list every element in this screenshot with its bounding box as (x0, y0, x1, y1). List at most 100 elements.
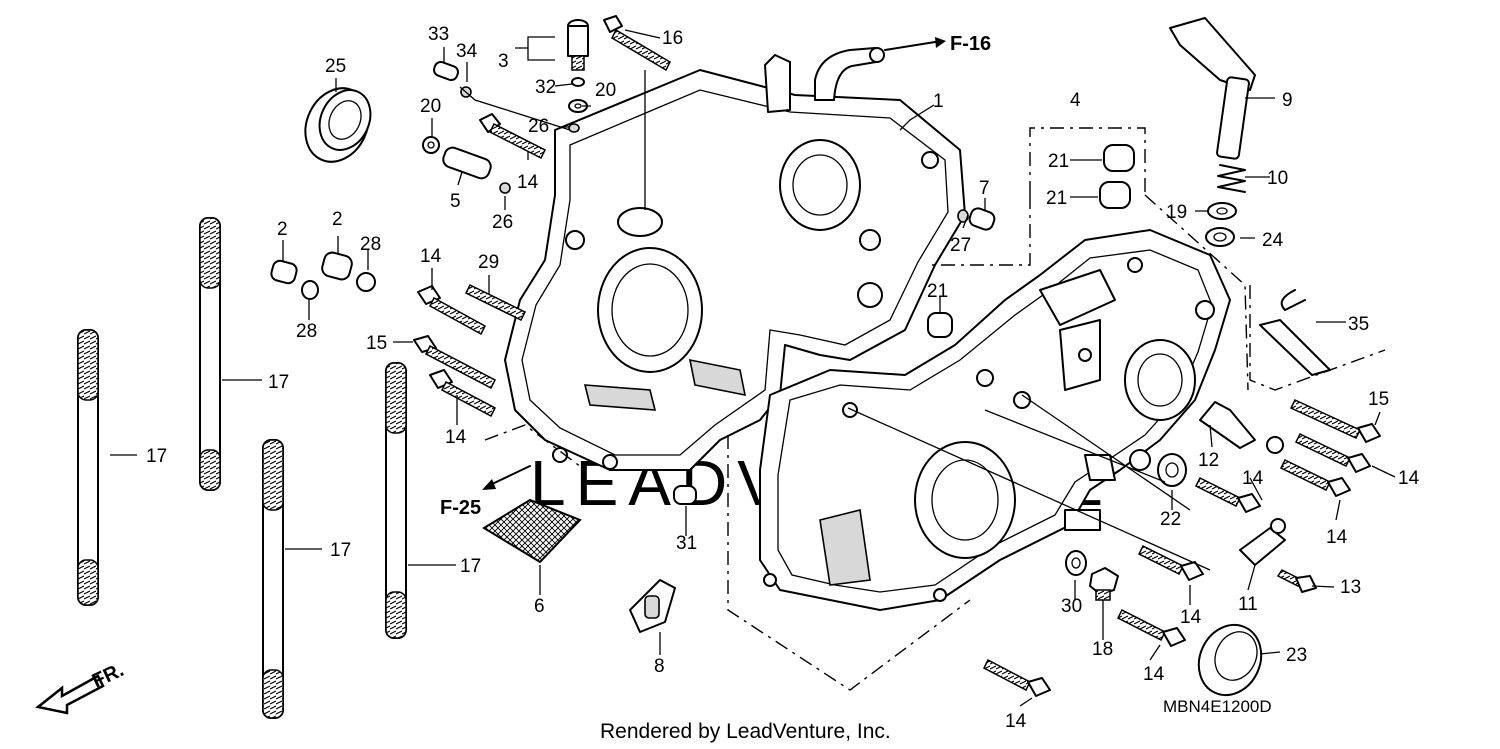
stud-bolt-17-c[interactable] (262, 439, 284, 719)
oil-seal-24[interactable] (1205, 227, 1235, 247)
bolt-14-f[interactable] (1194, 476, 1261, 513)
callout-33: 33 (428, 24, 449, 45)
plate-12[interactable] (1199, 401, 1284, 454)
o-ring-26-a[interactable] (568, 123, 580, 133)
callout-19: 19 (1166, 202, 1187, 223)
callout-24: 24 (1262, 230, 1284, 251)
callout-15-a: 15 (366, 333, 387, 354)
oil-strainer-screen-6[interactable] (482, 498, 582, 564)
dowel-7[interactable] (968, 206, 997, 231)
stud-bolt-17-a[interactable] (77, 329, 99, 606)
dowel-31[interactable] (673, 485, 697, 505)
bolt-14-a[interactable] (479, 113, 547, 160)
callout-20-b: 20 (420, 96, 441, 117)
bolt-14-b[interactable] (417, 285, 486, 336)
ref-f25: F-25 (440, 497, 481, 519)
callout-27: 27 (950, 235, 971, 256)
callout-14-i: 14 (1005, 711, 1027, 732)
dowel-pin-33[interactable] (432, 60, 459, 81)
bolt-14-d[interactable] (1294, 433, 1371, 473)
callout-12: 12 (1198, 450, 1219, 471)
callout-18: 18 (1092, 639, 1113, 660)
callout-4: 4 (1070, 90, 1081, 111)
dowel-21-a[interactable] (1103, 144, 1135, 172)
callout-29: 29 (478, 252, 499, 273)
callout-14-e: 14 (1326, 527, 1348, 548)
callout-14-h: 14 (1143, 664, 1165, 685)
callout-8: 8 (654, 656, 665, 677)
callout-2-a: 2 (277, 219, 288, 240)
front-direction-arrow-icon (35, 674, 105, 715)
diagram-code: MBN4E1200D (1163, 697, 1272, 716)
oil-pipe-5[interactable] (441, 145, 493, 180)
oil-jet-3[interactable] (567, 19, 589, 71)
o-ring-28-a[interactable] (301, 280, 319, 300)
drain-bolt-18[interactable] (1089, 567, 1119, 601)
callout-7: 7 (979, 178, 990, 199)
guide-box-bottom (484, 424, 971, 691)
callout-11: 11 (1238, 594, 1258, 615)
callout-14-g: 14 (1180, 607, 1202, 628)
callout-28-b: 28 (296, 321, 317, 342)
callout-25: 25 (325, 56, 346, 77)
callout-16: 16 (662, 28, 683, 49)
bolt-14-e[interactable] (1279, 458, 1351, 497)
ref-f16: F-16 (950, 33, 991, 55)
oil-seal-25[interactable] (294, 78, 380, 172)
washer-19[interactable] (1207, 202, 1237, 220)
washer-30[interactable] (1065, 550, 1087, 576)
callout-2-b: 2 (332, 209, 343, 230)
bolt-13[interactable] (1276, 569, 1317, 593)
callout-17-c: 17 (330, 540, 351, 561)
bolt-14-h[interactable] (1116, 608, 1186, 647)
guide-4-bracket (1029, 127, 1146, 195)
callout-34: 34 (456, 41, 478, 62)
dowel-2-b[interactable] (320, 251, 353, 281)
callout-14-a: 14 (517, 172, 539, 193)
o-ring-28-b[interactable] (356, 272, 376, 292)
callout-13: 13 (1340, 577, 1361, 598)
stud-bolt-17-d[interactable] (385, 362, 407, 639)
stud-bolt-17-b[interactable] (199, 217, 221, 491)
o-ring-32[interactable] (571, 77, 585, 87)
oil-seal-23[interactable] (1188, 615, 1273, 706)
callout-17-b: 17 (268, 372, 289, 393)
dowel-2-a[interactable] (270, 259, 298, 285)
spring-10[interactable] (1217, 164, 1246, 193)
f16-arrow (884, 37, 946, 51)
bearing-22[interactable] (1157, 453, 1187, 487)
bolt-14-c[interactable] (429, 369, 496, 418)
spring-clip-35[interactable] (1259, 289, 1331, 376)
callout-26-b: 26 (492, 212, 513, 233)
bolt-14-i[interactable] (983, 658, 1051, 697)
grommet-8[interactable] (629, 579, 676, 633)
bolt-15-a[interactable] (413, 335, 497, 390)
bolt-14-g[interactable] (1137, 544, 1204, 581)
callout-26-a: 26 (528, 116, 549, 137)
callout-6: 6 (534, 596, 545, 617)
stud-29[interactable] (464, 283, 527, 322)
callout-1: 1 (933, 91, 944, 112)
callout-15-b: 15 (1368, 389, 1389, 410)
left-crankcase-half[interactable] (504, 47, 966, 471)
dowel-21-b[interactable] (1099, 181, 1131, 209)
footer-credit: Rendered by LeadVenture, Inc. (600, 720, 891, 743)
callout-21-a: 21 (1048, 151, 1069, 172)
bolt-16[interactable] (603, 15, 671, 72)
washer-20-a[interactable] (568, 99, 588, 113)
stopper-arm-11[interactable] (1239, 518, 1286, 566)
dowel-21-c[interactable] (927, 312, 953, 338)
callout-32: 32 (535, 77, 556, 98)
o-ring-26-b[interactable] (499, 182, 511, 194)
callout-14-c: 14 (445, 427, 467, 448)
callout-23: 23 (1286, 645, 1307, 666)
leader-lines (110, 29, 1396, 707)
callout-9: 9 (1282, 90, 1293, 111)
bolt-15-b[interactable] (1289, 399, 1381, 443)
callout-22: 22 (1160, 509, 1181, 530)
callout-5: 5 (450, 191, 461, 212)
washer-20-b[interactable] (422, 136, 440, 154)
shift-arm-9[interactable] (1169, 17, 1256, 160)
callout-17-d: 17 (460, 556, 481, 577)
